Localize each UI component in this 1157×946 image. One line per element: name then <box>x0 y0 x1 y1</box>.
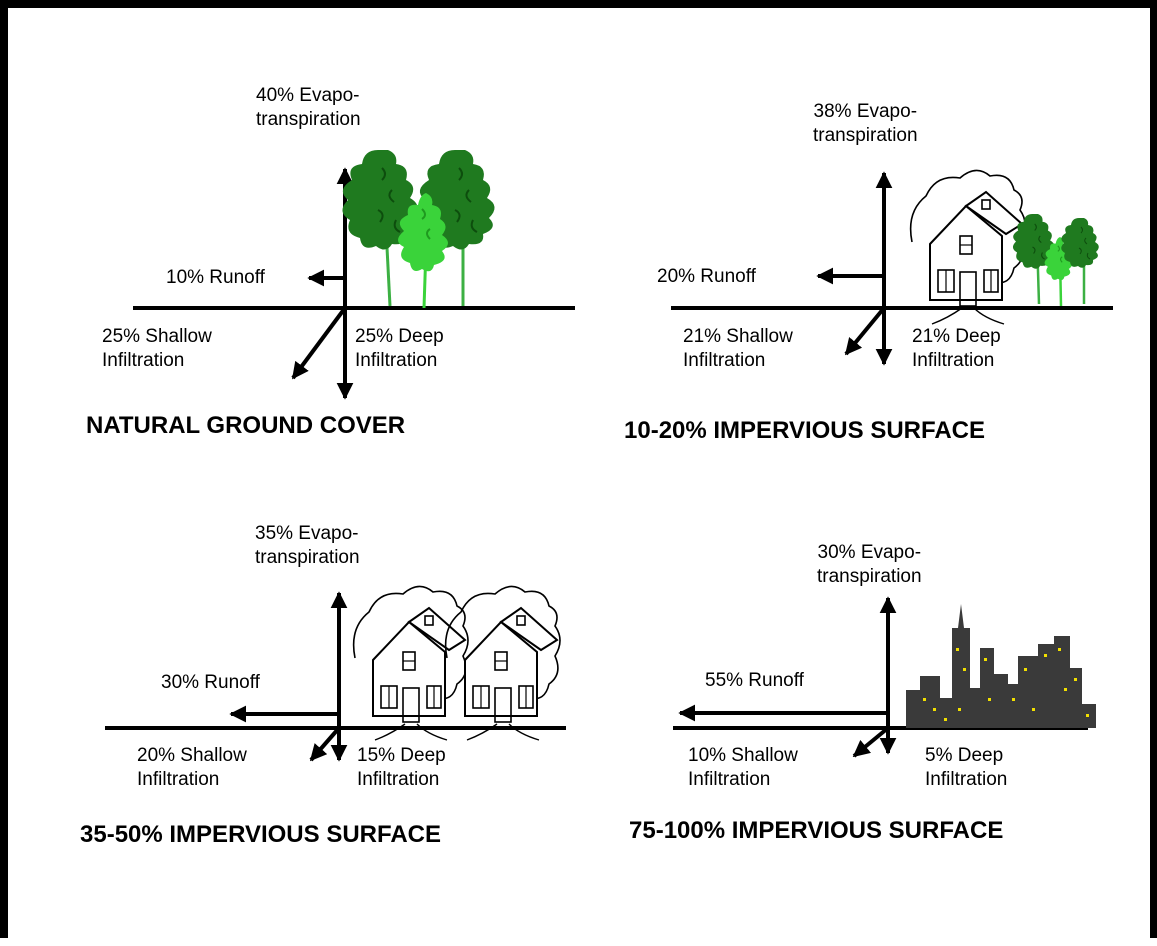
diagram-artwork <box>105 149 1113 762</box>
city-windows <box>923 648 1089 721</box>
two-houses-icon <box>352 585 561 741</box>
shallow-infiltration-arrow <box>852 726 890 758</box>
trees-icon <box>341 149 496 309</box>
shallow-infiltration-arrow <box>291 306 347 380</box>
panel-35-50-art <box>105 585 566 762</box>
shallow-infiltration-arrow <box>309 726 341 762</box>
panel-10-20-art <box>671 169 1113 366</box>
city-skyline-icon <box>906 604 1096 728</box>
shallow-infiltration-arrow <box>844 306 886 356</box>
panel-75-100-art <box>673 596 1096 758</box>
house-with-trees-icon <box>909 169 1100 325</box>
panel-natural-art <box>133 149 575 400</box>
